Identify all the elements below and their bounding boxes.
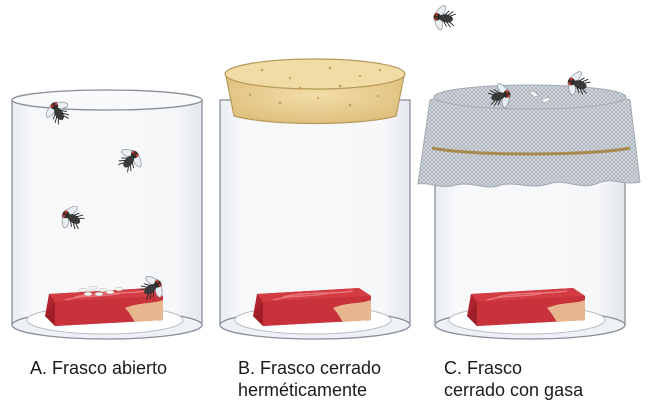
fly-flying xyxy=(430,2,457,33)
caption-jar-a: A. Frasco abierto xyxy=(30,357,167,379)
gauze-cover xyxy=(418,85,640,187)
cork-stopper xyxy=(225,59,405,124)
jar-a xyxy=(12,90,202,339)
caption-a-line1: A. Frasco abierto xyxy=(30,357,167,379)
caption-jar-b: B. Frasco cerrado herméticamente xyxy=(238,357,381,401)
jar-c xyxy=(418,67,640,339)
caption-jar-c: C. Frasco cerrado con gasa xyxy=(444,357,583,401)
caption-c-line2: cerrado con gasa xyxy=(444,379,583,401)
caption-b-line2: herméticamente xyxy=(238,379,381,401)
caption-b-line1: B. Frasco cerrado xyxy=(238,357,381,379)
meat-b xyxy=(235,288,391,334)
meat-c xyxy=(449,288,605,334)
caption-c-line1: C. Frasco xyxy=(444,357,583,379)
jar-b xyxy=(220,59,410,339)
